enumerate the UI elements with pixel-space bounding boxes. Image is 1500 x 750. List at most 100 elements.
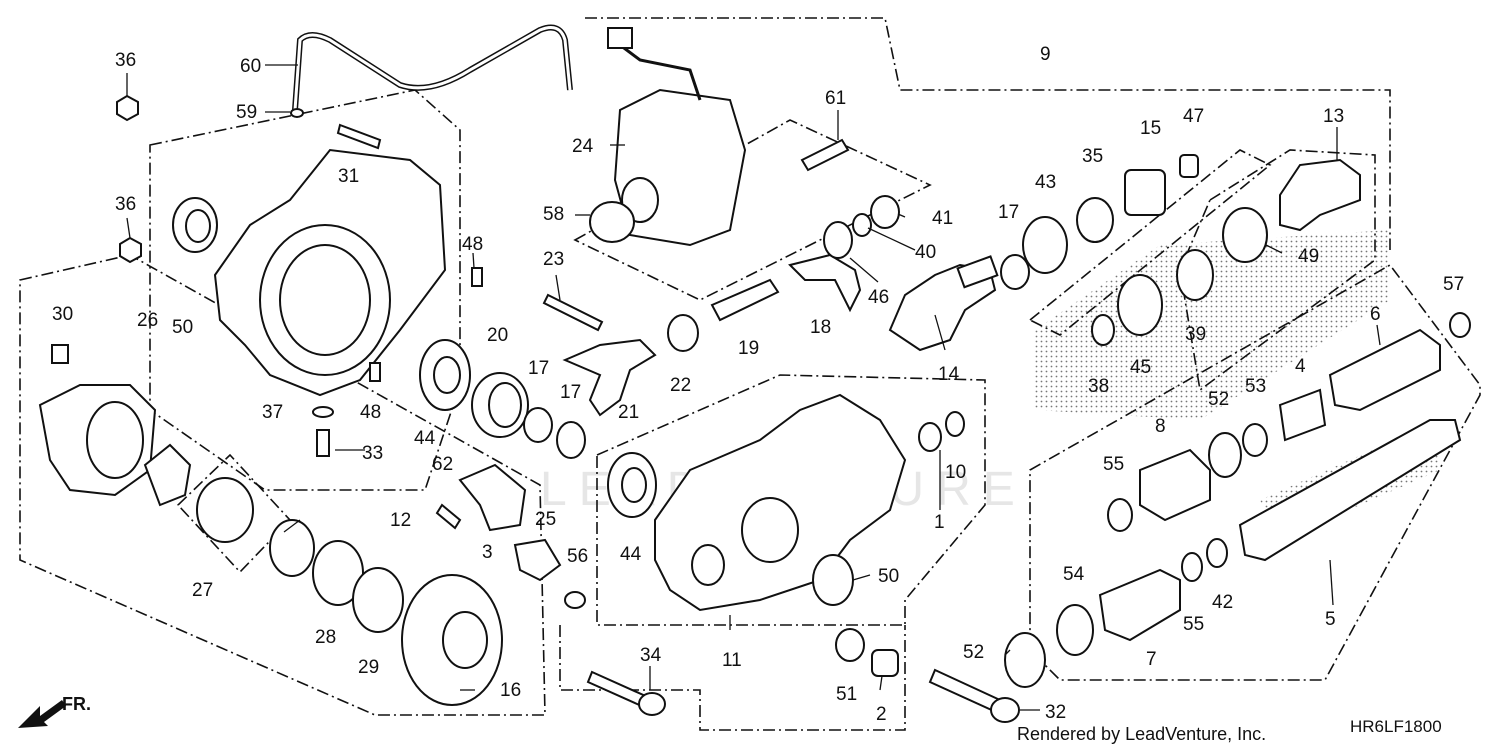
collar-54 — [1056, 604, 1094, 656]
clip-41 — [870, 195, 900, 229]
callout-28: 28 — [315, 627, 336, 648]
ring-38 — [1091, 314, 1115, 346]
bracket-25 — [458, 463, 527, 532]
callout-50a: 50 — [172, 317, 193, 338]
shading-upper — [1035, 230, 1390, 420]
callout-11: 11 — [722, 650, 742, 671]
callout-21: 21 — [618, 402, 639, 423]
callout-40: 40 — [915, 242, 936, 263]
o-ring-56 — [564, 591, 586, 609]
front-direction-arrow: FR. — [18, 694, 91, 728]
bearing-50-right — [812, 554, 854, 606]
sensor-3 — [513, 538, 562, 582]
shim-29 — [352, 567, 404, 633]
svg-text:FR.: FR. — [62, 694, 91, 714]
callout-33: 33 — [362, 443, 383, 464]
callout-52b: 52 — [963, 642, 984, 663]
callout-52a: 52 — [1208, 389, 1229, 410]
callout-5: 5 — [1325, 609, 1336, 630]
sleeve-6 — [1328, 328, 1441, 412]
callout-45: 45 — [1130, 357, 1151, 378]
bolt-32-head — [990, 697, 1020, 723]
callout-26: 26 — [137, 310, 158, 331]
callout-24: 24 — [572, 136, 594, 157]
callout-labels: 1 2 3 4 5 6 7 8 9 10 11 12 13 14 15 16 1… — [52, 44, 1464, 725]
nut-lower — [119, 236, 142, 264]
clip-39 — [1176, 249, 1214, 301]
seal-10 — [918, 422, 942, 452]
callout-10: 10 — [945, 462, 966, 483]
group-15-box — [1028, 149, 1272, 336]
callout-48b: 48 — [360, 402, 381, 423]
callout-51: 51 — [836, 684, 857, 705]
callout-39: 39 — [1185, 324, 1206, 345]
leader-lines — [126, 64, 1381, 711]
ring-17b — [556, 421, 586, 459]
bearing-44-upper-inner — [433, 356, 461, 394]
bolt-31 — [336, 123, 382, 150]
diff-case-bore — [86, 401, 144, 479]
callout-2: 2 — [876, 704, 887, 725]
callout-1: 1 — [934, 512, 945, 533]
dowel-48a — [471, 267, 483, 287]
callout-8: 8 — [1155, 416, 1166, 437]
callout-34: 34 — [640, 645, 662, 666]
callout-36b: 36 — [115, 194, 136, 215]
callout-30: 30 — [52, 304, 73, 325]
callout-35: 35 — [1082, 146, 1103, 167]
ring-53 — [1242, 423, 1268, 457]
callout-42: 42 — [1212, 592, 1233, 613]
callout-32: 32 — [1045, 702, 1066, 723]
washer-37 — [312, 406, 334, 418]
ring-55a — [1107, 498, 1133, 532]
shift-sleeve-inner — [488, 382, 522, 428]
bolt-34-head — [638, 692, 666, 716]
group-11-box — [559, 625, 906, 731]
breather-tube-inner — [293, 26, 572, 111]
callout-20: 20 — [487, 325, 508, 346]
spring-4 — [1278, 388, 1327, 442]
ring-42 — [1206, 538, 1228, 568]
ring-17c — [1000, 254, 1030, 290]
bearing-49 — [1222, 207, 1268, 263]
cam-27 — [196, 477, 254, 543]
callout-36a: 36 — [115, 50, 136, 71]
bearing-44-lower-inner — [621, 467, 647, 503]
bearing-left-inner — [185, 209, 211, 243]
callout-48a: 48 — [462, 234, 483, 255]
ring-57 — [1449, 312, 1471, 338]
callout-47: 47 — [1183, 106, 1204, 127]
callout-17a: 17 — [528, 358, 549, 379]
callout-50b: 50 — [878, 566, 899, 587]
diagram-code: HR6LF1800 — [1350, 717, 1442, 736]
bolt-62 — [435, 503, 462, 530]
ring-17a — [523, 407, 553, 443]
shift-fork-21 — [562, 338, 657, 417]
callout-14: 14 — [938, 364, 960, 385]
collar-22 — [667, 314, 699, 352]
bolt-32 — [928, 668, 1002, 714]
bolt-61 — [800, 138, 850, 172]
callout-12: 12 — [390, 510, 411, 531]
callout-44a: 44 — [414, 428, 436, 449]
callout-4: 4 — [1295, 356, 1306, 377]
callout-53: 53 — [1245, 376, 1266, 397]
callout-31: 31 — [338, 166, 359, 187]
group-1-box — [596, 374, 986, 626]
washer-51 — [835, 628, 865, 662]
actuator-wire — [619, 43, 702, 101]
case-bore-left — [691, 544, 725, 586]
callout-62: 62 — [432, 454, 453, 475]
callout-46: 46 — [868, 287, 889, 308]
cover-bore-inner — [279, 244, 371, 356]
callout-57: 57 — [1443, 274, 1464, 295]
collar-35 — [1076, 197, 1114, 243]
callout-55a: 55 — [1103, 454, 1124, 475]
callout-17b: 17 — [560, 382, 581, 403]
callout-6: 6 — [1370, 304, 1381, 325]
ring-gear-hub — [442, 611, 488, 669]
breather-tube — [292, 24, 573, 111]
credit-text: Rendered by LeadVenture, Inc. — [1017, 724, 1266, 744]
nut-top — [116, 94, 139, 122]
